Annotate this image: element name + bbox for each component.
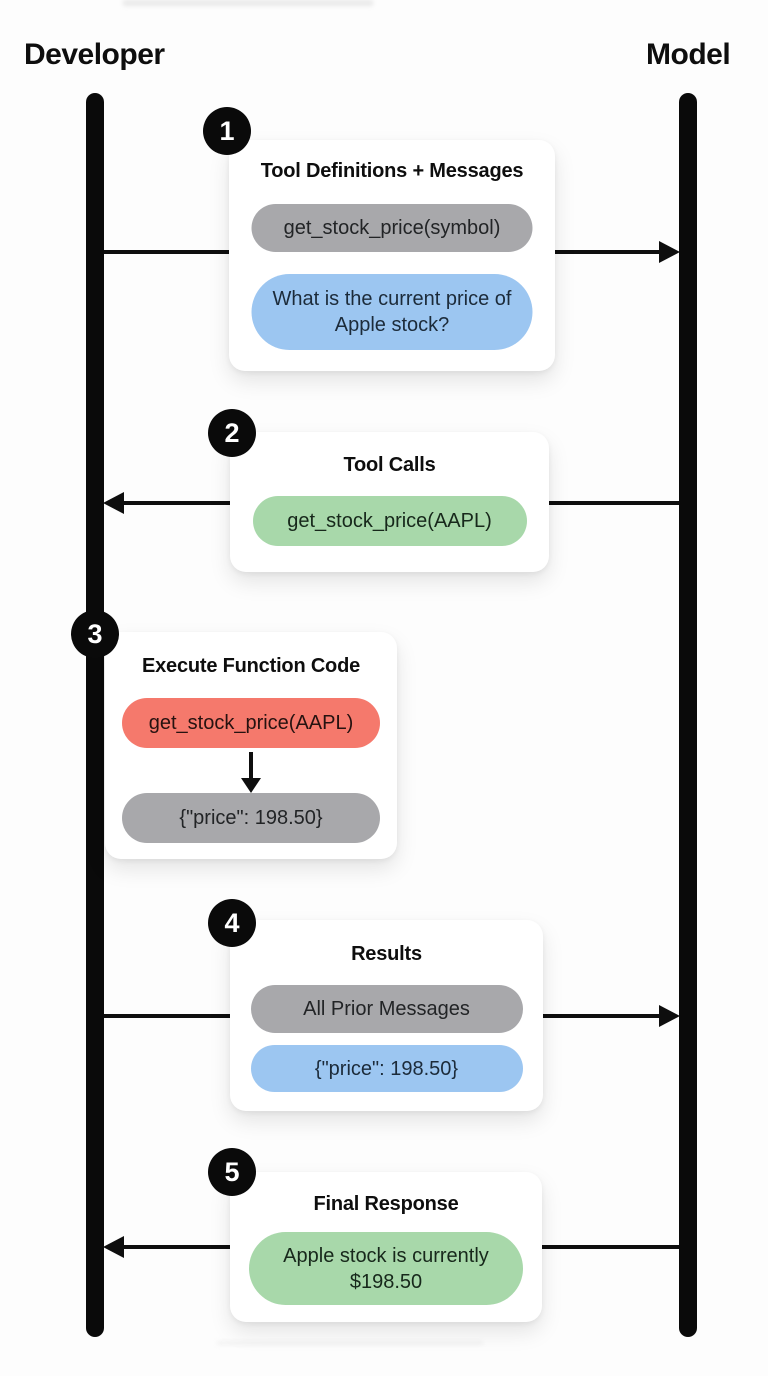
pill-function-result: {"price": 198.50} (122, 793, 380, 843)
step-badge-1: 1 (203, 107, 251, 155)
arrowhead-down-icon (241, 778, 261, 793)
arrowhead-right-icon (659, 241, 680, 263)
pill-tool-call: get_stock_price(AAPL) (252, 496, 527, 546)
actor-label-developer: Developer (24, 38, 165, 71)
lifeline-model (679, 93, 697, 1337)
step-title: Final Response (313, 1193, 459, 1215)
step-title: Tool Definitions + Messages (260, 160, 524, 182)
step-badge-3: 3 (71, 610, 119, 658)
edge-artifact-bottom (217, 1341, 483, 1345)
down-arrow-icon (241, 752, 261, 793)
pill-prior-messages: All Prior Messages (250, 985, 523, 1033)
edge-artifact-top (123, 0, 373, 6)
arrowhead-left-icon (103, 1236, 124, 1258)
step-badge-5: 5 (208, 1148, 256, 1196)
arrowhead-right-icon (659, 1005, 680, 1027)
pill-tool-definition: get_stock_price(symbol) (251, 204, 533, 252)
step-card-tool-definitions: Tool Definitions + Messages get_stock_pr… (229, 140, 555, 371)
step-title: Execute Function Code (141, 655, 361, 677)
actor-label-model: Model (646, 38, 731, 71)
step-badge-2: 2 (208, 409, 256, 457)
pill-result-message: {"price": 198.50} (250, 1045, 523, 1092)
step-card-execute-function: Execute Function Code get_stock_price(AA… (105, 632, 397, 859)
step-title: Results (351, 943, 422, 965)
pill-user-message: What is the current price of Apple stock… (251, 274, 533, 350)
lifeline-developer (86, 93, 104, 1337)
step-title: Tool Calls (343, 454, 436, 476)
pill-final-answer: Apple stock is currently $198.50 (249, 1232, 523, 1305)
arrowhead-left-icon (103, 492, 124, 514)
arrow-stem (249, 752, 253, 778)
pill-function-invocation: get_stock_price(AAPL) (122, 698, 380, 748)
step-card-final-response: Final Response Apple stock is currently … (230, 1172, 542, 1322)
step-card-tool-calls: Tool Calls get_stock_price(AAPL) (230, 432, 549, 572)
step-card-results: Results All Prior Messages {"price": 198… (230, 920, 543, 1111)
step-badge-4: 4 (208, 899, 256, 947)
